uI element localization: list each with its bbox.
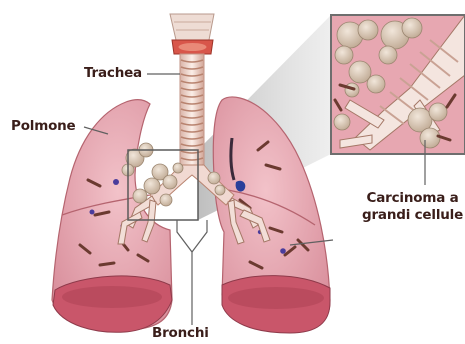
label-carcinoma: Carcinoma a grandi cellule [362,190,463,224]
label-carcinoma-line1: Carcinoma a [362,190,463,207]
magnifier-inset [331,15,465,154]
label-bronchi: Bronchi [152,325,209,342]
label-polmone: Polmone [11,118,76,135]
label-carcinoma-line2: grandi cellule [362,207,463,224]
label-trachea: Trachea [84,65,142,82]
